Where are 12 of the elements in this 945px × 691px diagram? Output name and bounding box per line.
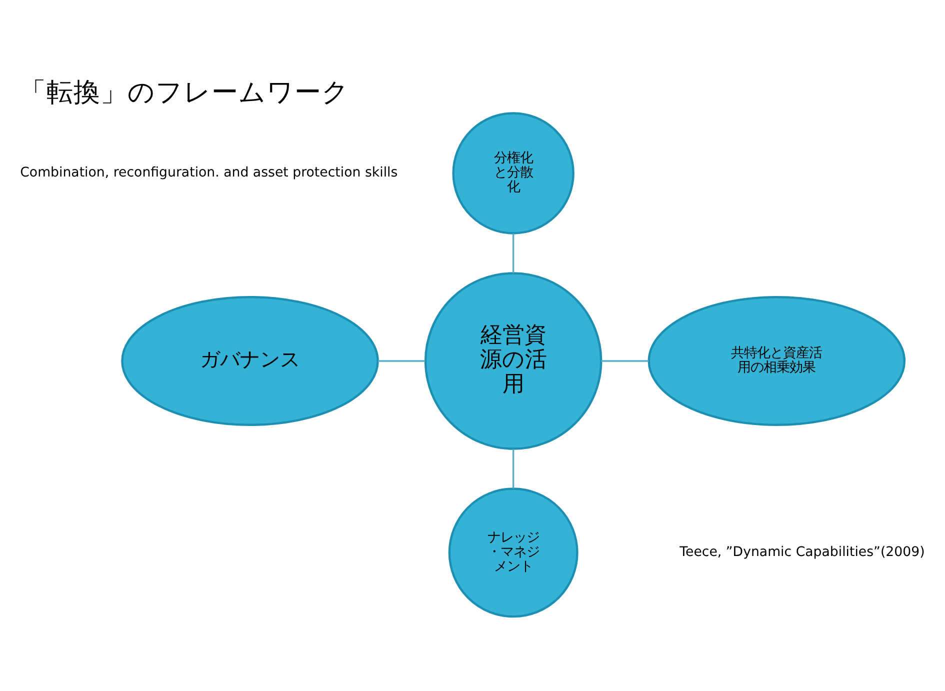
- connector: [512, 233, 514, 273]
- connector: [512, 448, 514, 488]
- label: Teece, ”Dynamic Capabilities”(2009): [680, 544, 925, 560]
- label: Combination, reconfiguration. and asset protection skills: [20, 165, 398, 180]
- node-circle: 経営資源の活用: [424, 272, 602, 450]
- node-ellipse: 共特化と資産活用の相乗効果: [648, 296, 906, 426]
- connector: [601, 360, 649, 362]
- diagram-title: 「転換」のフレームワーク: [19, 76, 350, 108]
- node-circle: 分権化と分散化: [452, 112, 574, 234]
- connector: [378, 360, 426, 362]
- node-circle: ナレッジ・マネジメント: [448, 487, 578, 618]
- node-ellipse: ガバナンス: [121, 296, 379, 426]
